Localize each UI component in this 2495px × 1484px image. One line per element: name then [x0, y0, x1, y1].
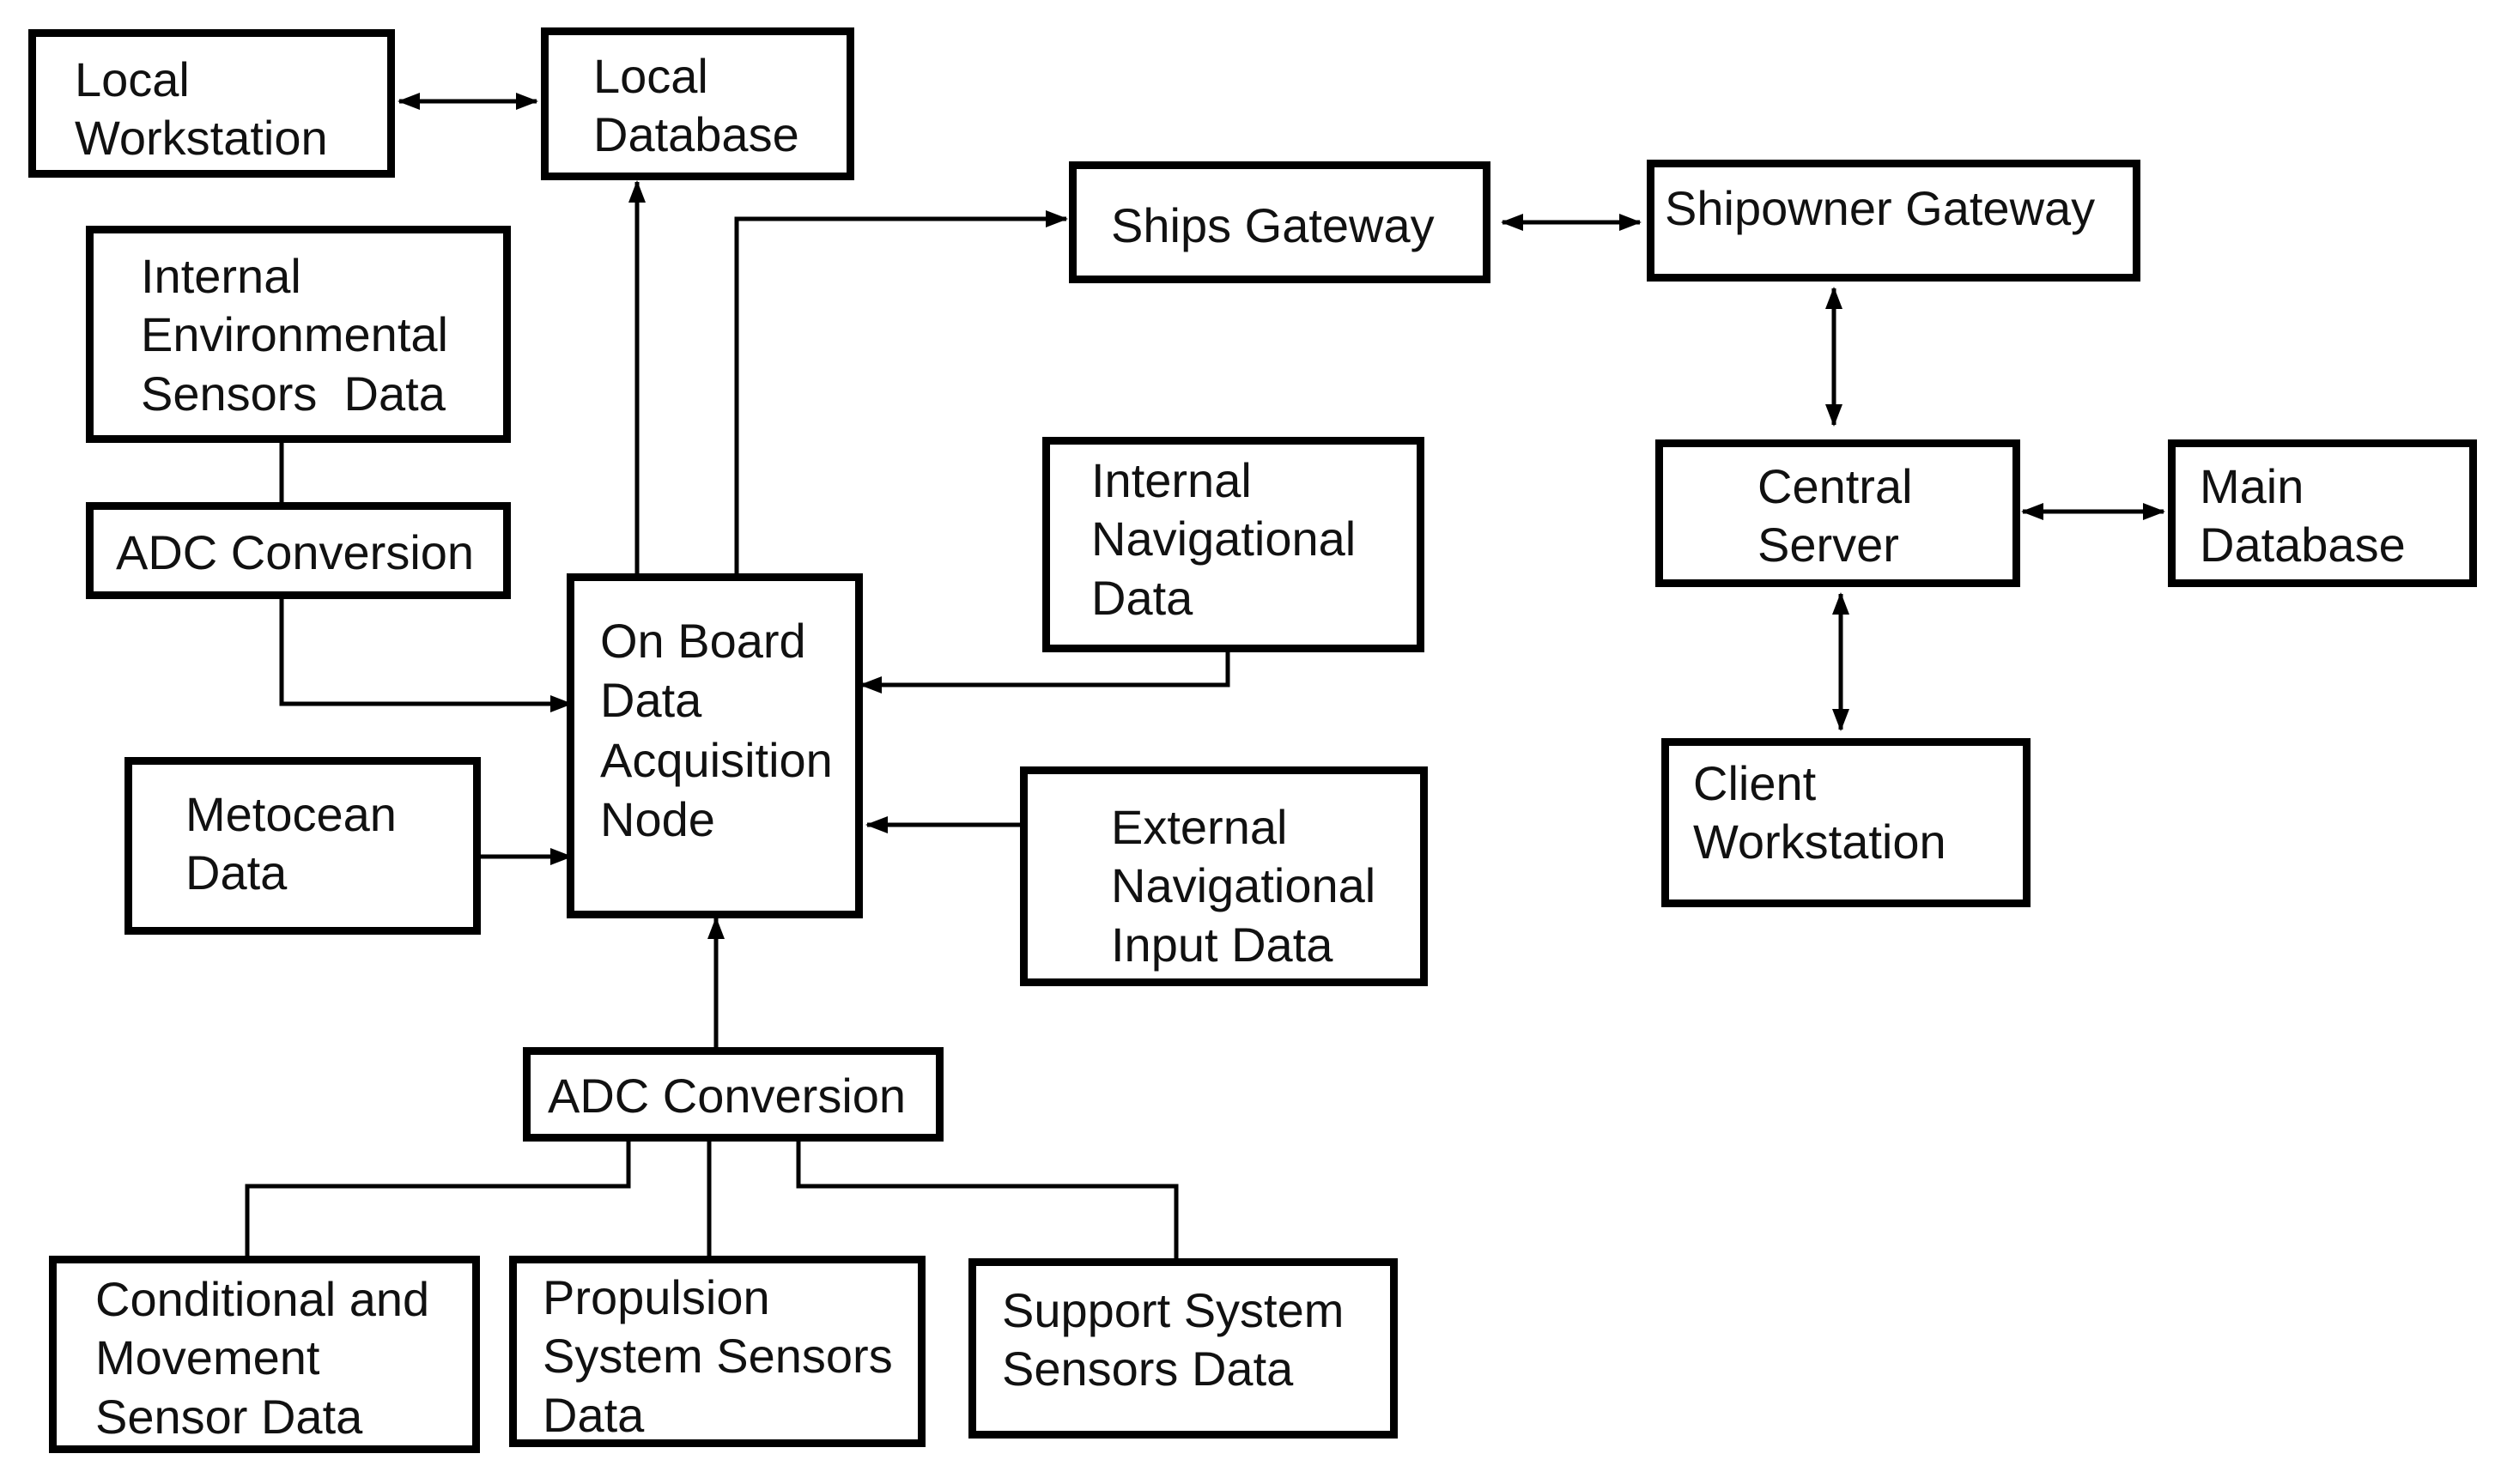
adc-conversion-top-box: ADC Conversion	[86, 502, 511, 599]
internal-nav-data-label: Internal Navigational Data	[1091, 453, 1357, 625]
external-nav-input-box: External Navigational Input Data	[1020, 766, 1428, 986]
local-workstation-label: Local Workstation	[75, 52, 328, 166]
propulsion-sensors-box: Propulsion System Sensors Data	[509, 1256, 926, 1447]
central-server-label: Central Server	[1757, 459, 1913, 572]
main-database-box: Main Database	[2168, 439, 2477, 587]
local-database-label: Local Database	[593, 49, 799, 162]
shipowner-gateway-box: Shipowner Gateway	[1647, 160, 2140, 282]
link-node-to-ships-gateway	[734, 210, 1068, 573]
central-server-box: Central Server	[1655, 439, 2020, 587]
local-workstation-box: Local Workstation	[28, 29, 395, 178]
link-internal-nav-to-node	[859, 649, 1230, 694]
shipowner-gateway-label: Shipowner Gateway	[1665, 181, 2096, 235]
propulsion-sensors-label: Propulsion System Sensors Data	[543, 1270, 893, 1442]
onboard-node-box: On Board Data Acquisition Node	[567, 573, 863, 918]
metocean-data-label: Metocean Data	[185, 787, 397, 900]
support-system-sensors-box: Support System Sensors Data	[968, 1258, 1398, 1439]
adc-conversion-bottom-box: ADC Conversion	[523, 1047, 944, 1142]
internal-nav-data-box: Internal Navigational Data	[1042, 437, 1424, 652]
support-system-sensors-label: Support System Sensors Data	[1002, 1283, 1345, 1396]
local-database-box: Local Database	[541, 27, 854, 180]
link-conditional-to-adc-bottom	[245, 1140, 631, 1260]
link-support-to-adc-bottom	[796, 1140, 1179, 1263]
external-nav-input-label: External Navigational Input Data	[1111, 800, 1376, 972]
onboard-node-label: On Board Data Acquisition Node	[600, 614, 833, 847]
internal-env-sensors-box: Internal Environmental Sensors Data	[86, 226, 511, 443]
ships-gateway-label: Ships Gateway	[1111, 198, 1435, 252]
main-database-label: Main Database	[2200, 459, 2406, 572]
internal-env-sensors-label: Internal Environmental Sensors Data	[141, 249, 448, 421]
adc-conversion-top-label: ADC Conversion	[116, 525, 475, 579]
conditional-movement-box: Conditional and Movement Sensor Data	[49, 1256, 480, 1453]
adc-conversion-bottom-label: ADC Conversion	[548, 1069, 907, 1123]
ships-gateway-box: Ships Gateway	[1069, 161, 1490, 283]
link-adc-top-to-node	[279, 597, 573, 712]
metocean-data-box: Metocean Data	[124, 757, 481, 935]
conditional-movement-label: Conditional and Movement Sensor Data	[95, 1272, 430, 1444]
client-workstation-label: Client Workstation	[1693, 756, 1946, 869]
client-workstation-box: Client Workstation	[1661, 738, 2031, 907]
